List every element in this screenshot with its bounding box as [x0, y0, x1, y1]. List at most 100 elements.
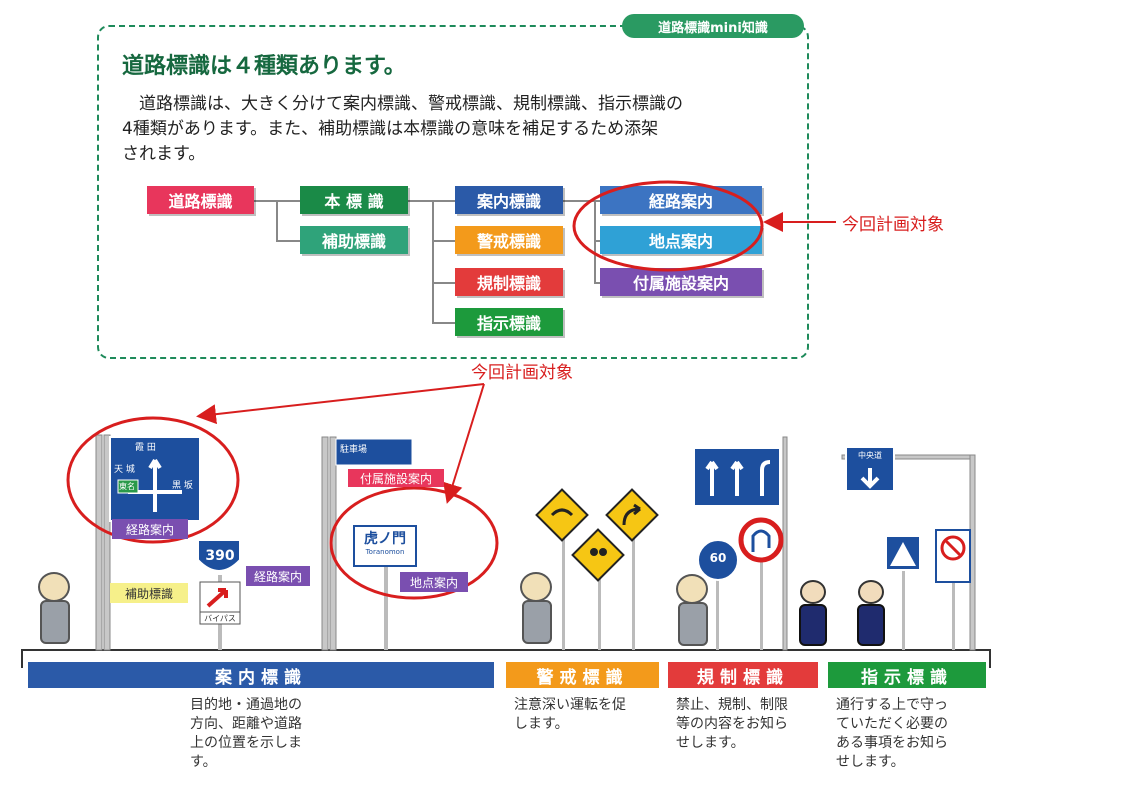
connector [432, 200, 434, 324]
label-facility: 付属施設案内 [348, 469, 444, 487]
label-point: 地点案内 [400, 572, 468, 592]
no-uturn-sign [738, 517, 784, 563]
pole [782, 436, 788, 651]
police-figure [857, 604, 885, 646]
bypass-label: バイパス [204, 614, 236, 623]
target-arrow-left [196, 383, 485, 425]
category-desc-guide: 目的地・通過地の 方向、距離や道路 上の位置を示しま す。 [190, 696, 302, 772]
lane-arrows-icon [705, 460, 771, 496]
label-route-2: 経路案内 [246, 566, 310, 586]
mini-body: 道路標識は、大きく分けて案内標識、警戒標識、規制標識、指示標識の 4種類がありま… [122, 92, 787, 167]
warning-sign-curve [535, 488, 589, 542]
police-figure [799, 604, 827, 646]
tree-route-box: 経路案内 [600, 186, 762, 214]
label-aux: 補助標識 [110, 583, 188, 603]
slippery-icon [550, 508, 574, 517]
connector [408, 200, 455, 202]
connector [432, 322, 455, 324]
speed-value: 60 [709, 551, 727, 565]
pole [716, 560, 719, 650]
tree-guide-box: 案内標識 [455, 186, 563, 214]
parking-sign [697, 539, 739, 581]
tree-regulatory-box: 規制標識 [455, 268, 563, 296]
target-arrow-center [443, 383, 485, 504]
pole [632, 515, 635, 650]
ground-line [21, 649, 991, 668]
category-band-guide: 案内標識 [28, 662, 494, 688]
label-route-1: 経路案内 [112, 519, 188, 539]
category-desc-warning: 注意深い運転を促 します。 [514, 696, 626, 734]
category-desc-regulatory: 禁止、規制、制限 等の内容をお知ら せします。 [676, 696, 788, 753]
pole [902, 560, 905, 650]
expressway-label: 中央道 [858, 451, 882, 460]
desc-line: ある事項をお知ら [836, 735, 948, 751]
desc-line: 注意深い運転を促 [514, 697, 626, 713]
crosswalk-icon [890, 542, 916, 566]
desc-line: 通行する上で守っ [836, 697, 948, 713]
desc-line: 方向、距離や道路 [190, 716, 302, 732]
connector [432, 282, 455, 284]
worker-figure [522, 600, 552, 644]
mini-body-line1: 道路標識は、大きく分けて案内標識、警戒標識、規制標識、指示標識の [139, 94, 683, 114]
worker-figure [40, 600, 70, 644]
connector [432, 240, 455, 242]
prohibition-icon [944, 539, 962, 557]
facility-sign [335, 438, 413, 466]
tree-aux-box: 補助標識 [300, 226, 408, 254]
place-sign [353, 525, 417, 567]
category-band-instruction: 指示標識 [828, 662, 986, 688]
mini-knowledge-box [97, 25, 809, 359]
tree-root-box: 道路標識 [147, 186, 254, 214]
place-name: 虎ノ門 [364, 531, 406, 547]
target-circle-point [329, 486, 499, 600]
connector [594, 282, 600, 284]
desc-line: す。 [190, 754, 217, 770]
pole [103, 434, 111, 651]
aux-arrow-icon [206, 588, 228, 608]
warning-sign-school [571, 528, 625, 582]
route-sign-top: 霞 田 [135, 443, 156, 453]
pole [562, 515, 565, 650]
turn-right-icon [622, 503, 641, 526]
connector [563, 200, 600, 202]
mini-title: 道路標識は４種類あります。 [122, 54, 406, 79]
mini-body-line3: されます。 [122, 144, 206, 164]
tree-main-box: 本 標 識 [300, 186, 408, 214]
category-band-regulatory: 規制標識 [668, 662, 818, 688]
police-figure [800, 580, 826, 604]
tree-facility-box: 付属施設案内 [600, 268, 762, 296]
category-band-warning: 警戒標識 [506, 662, 659, 688]
desc-line: ていただく必要の [836, 716, 948, 732]
children-icon [599, 548, 607, 556]
connector [276, 240, 300, 242]
tree-warning-box: 警戒標識 [455, 226, 563, 254]
route-number: 390 [205, 548, 235, 564]
route-badge-label: 東名 [119, 482, 135, 491]
mini-knowledge-tag: 道路標識mini知識 [622, 14, 804, 38]
tree-point-box: 地点案内 [600, 226, 762, 254]
warning-sign-turn [605, 488, 659, 542]
place-sign-pole [384, 565, 388, 650]
desc-line: 上の位置を示しま [190, 735, 302, 751]
no-uturn-icon [751, 529, 771, 552]
worker-figure [520, 572, 552, 602]
mini-body-line2: 4種類があります。また、補助標識は本標識の意味を補足するため添架 [122, 119, 659, 139]
worker-figure [676, 574, 708, 604]
connector [594, 240, 600, 242]
route-number-shield [197, 539, 241, 572]
children-icon [590, 548, 598, 556]
desc-line: 禁止、規制、制限 [676, 697, 788, 713]
connector [594, 200, 596, 284]
route-sign-left: 天 城 [114, 465, 135, 475]
desc-line: します。 [514, 716, 569, 732]
target-label-center: 今回計画対象 [471, 363, 573, 383]
worker-figure [38, 572, 70, 602]
facility-sign-text: 駐車場 [340, 445, 368, 455]
route-sign-right: 黒 坂 [172, 481, 193, 491]
desc-line: 目的地・通過地の [190, 697, 302, 713]
tree-instruction-box: 指示標識 [455, 308, 563, 336]
desc-line: 等の内容をお知ら [676, 716, 788, 732]
desc-line: せします。 [676, 735, 745, 751]
category-desc-instruction: 通行する上で守っ ていただく必要の ある事項をお知ら せします。 [836, 696, 948, 772]
down-arrow-icon [860, 468, 880, 489]
